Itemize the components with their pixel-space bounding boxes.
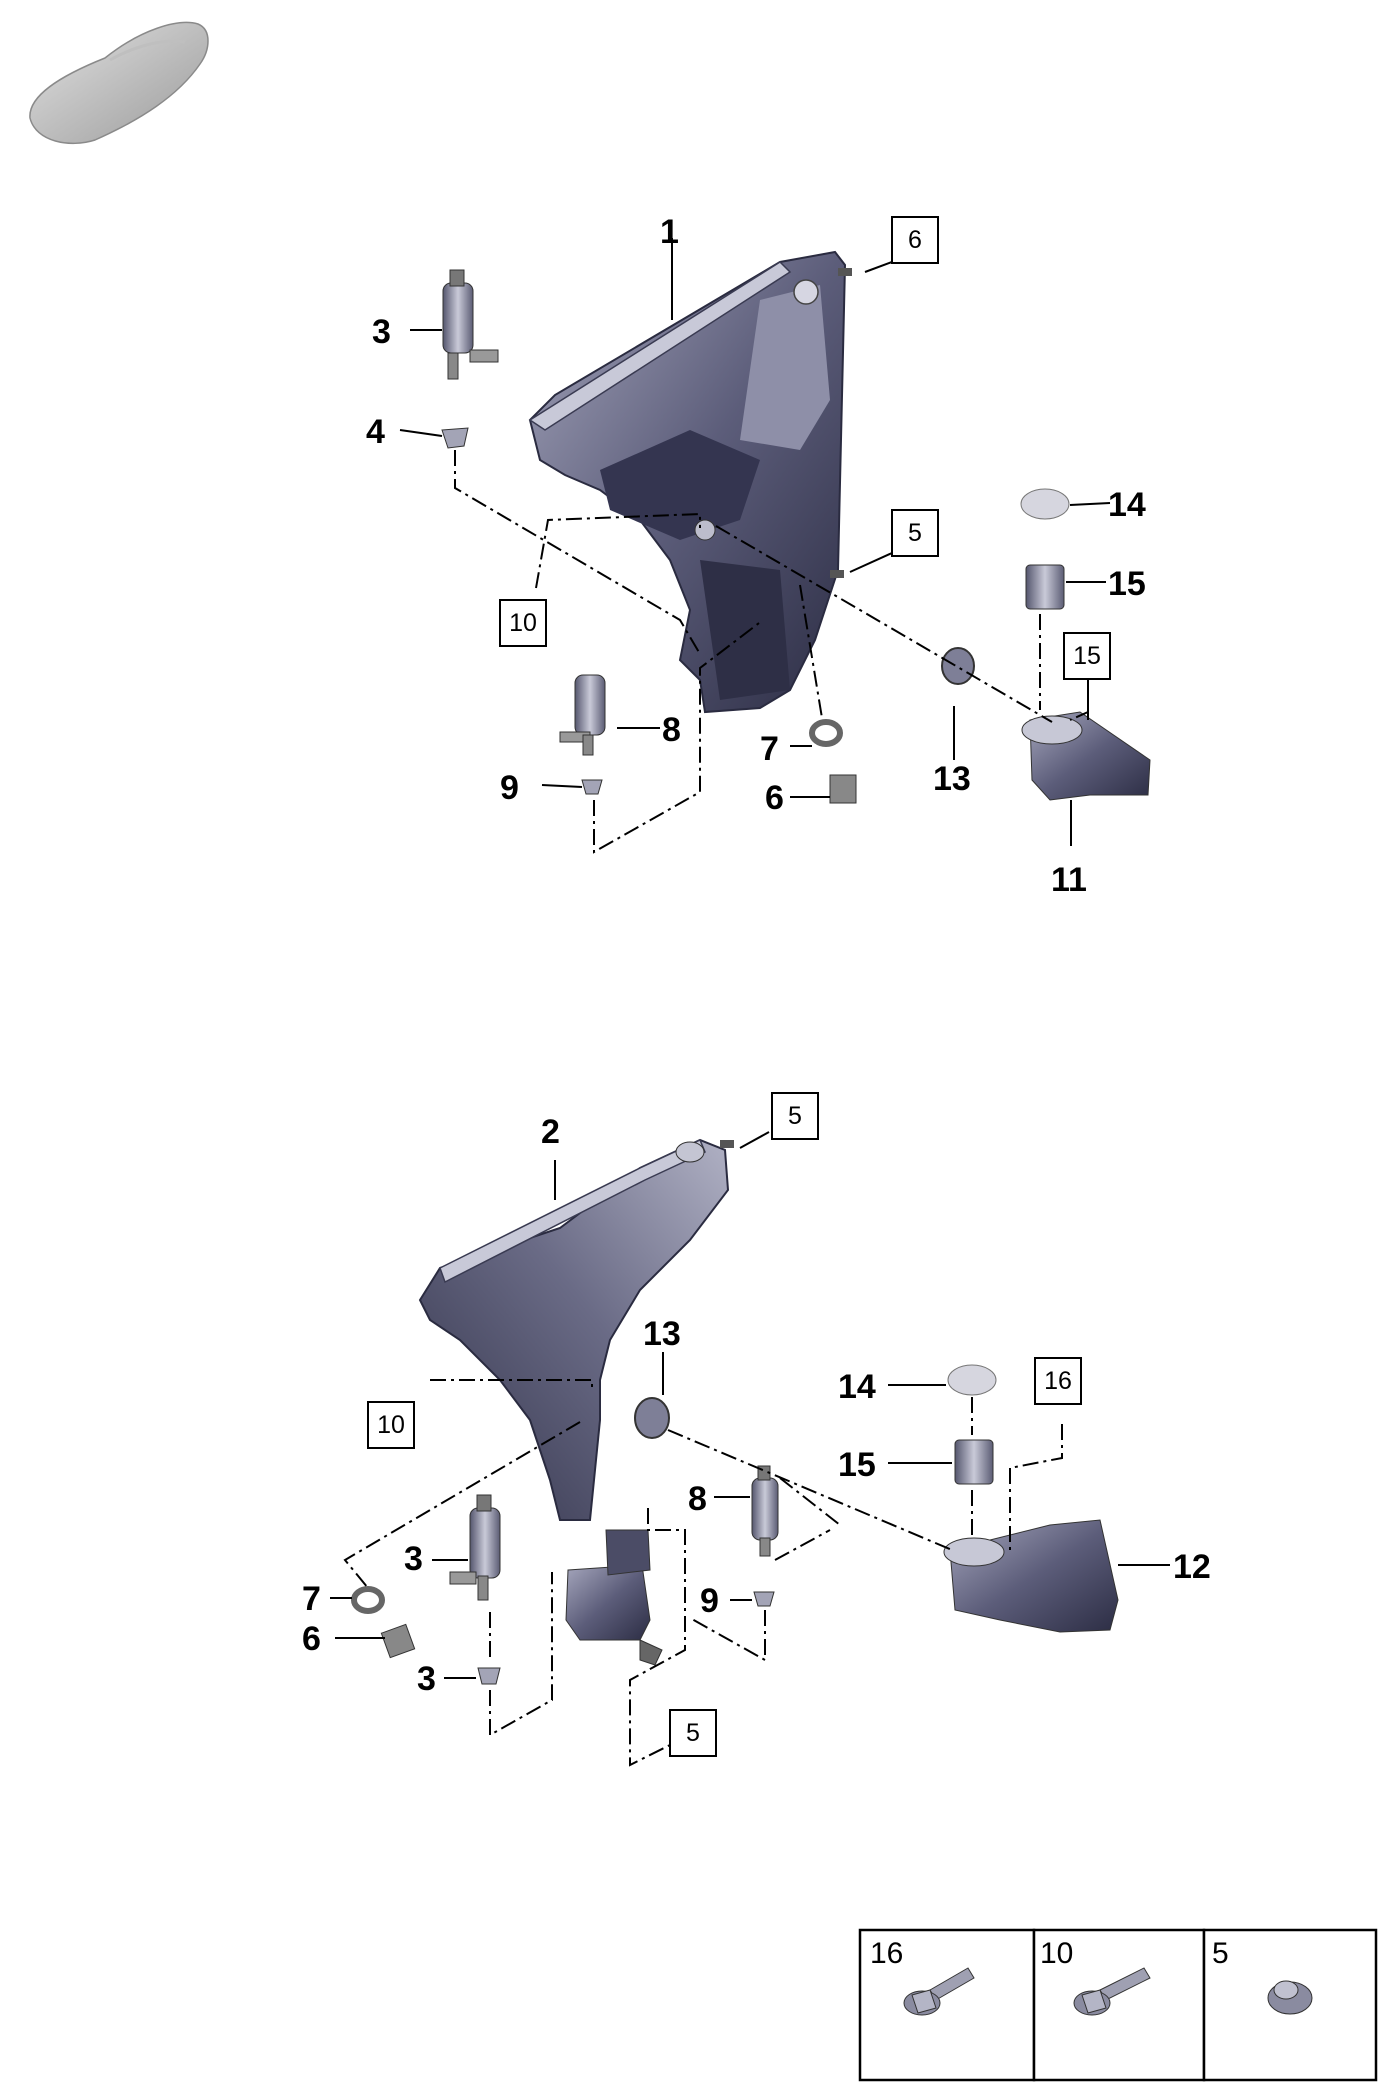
grommet-part <box>441 427 469 449</box>
ref-box-5: 5 <box>686 1719 700 1747</box>
ref-box-10: 10 <box>377 1411 405 1439</box>
callout-3: 3 <box>404 1540 423 1578</box>
callout-13: 13 <box>643 1315 681 1353</box>
washer-pump-part <box>751 1465 779 1557</box>
ref-box-5: 5 <box>908 519 922 547</box>
fastener-legend: 16 10 5 <box>858 1928 1378 2082</box>
callout-9: 9 <box>500 769 519 807</box>
callout-labels-top: 1 3 4 8 9 7 6 13 14 15 11 <box>366 213 1146 899</box>
washer-pump-part <box>442 269 499 380</box>
washer-pump-part <box>449 1494 501 1601</box>
callout-7: 7 <box>760 730 779 768</box>
level-sensor-part <box>380 1623 416 1659</box>
seal-ring-part <box>809 719 843 747</box>
callout-12: 12 <box>1173 1548 1211 1586</box>
seal-ring-part <box>351 1586 385 1614</box>
callout-13: 13 <box>933 760 971 798</box>
callout-3: 3 <box>372 313 391 351</box>
sleeve-part <box>954 1439 994 1485</box>
callout-14: 14 <box>1108 486 1146 524</box>
reservoir-tank-part <box>418 1138 734 1666</box>
ref-box-15: 15 <box>1073 642 1101 670</box>
bottom-assembly <box>330 1131 1170 1767</box>
filler-neck-part <box>943 1519 1119 1633</box>
grommet-part <box>941 647 975 685</box>
callout-labels-bottom: 2 13 14 15 8 12 3 7 6 3 9 <box>302 1113 1211 1698</box>
callout-6: 6 <box>765 779 784 817</box>
grommet-part <box>753 1591 775 1607</box>
filler-neck-part <box>1021 711 1151 801</box>
callout-9: 9 <box>700 1582 719 1620</box>
callout-8: 8 <box>688 1480 707 1518</box>
callout-15: 15 <box>1108 565 1146 603</box>
filler-cap-part <box>1020 488 1070 520</box>
callout-1: 1 <box>660 213 679 251</box>
flange-bolt-icon <box>903 1967 975 2016</box>
boxed-refs-top: 6 5 10 15 <box>499 216 1111 680</box>
level-sensor-part <box>829 774 857 804</box>
legend-number-10: 10 <box>1040 1937 1073 1970</box>
car-silhouette-icon <box>29 21 209 145</box>
legend-number-16: 16 <box>870 1937 903 1970</box>
callout-14: 14 <box>838 1368 876 1406</box>
nut-icon <box>1267 1980 1313 2015</box>
reservoir-tank-part <box>528 250 852 714</box>
legend-number-5: 5 <box>1212 1937 1229 1970</box>
callout-15: 15 <box>838 1446 876 1484</box>
callout-8: 8 <box>662 711 681 749</box>
ref-box-16: 16 <box>1044 1367 1072 1395</box>
callout-3: 3 <box>417 1660 436 1698</box>
washer-pump-part <box>559 674 606 756</box>
callout-6: 6 <box>302 1620 321 1658</box>
callout-2: 2 <box>541 1113 560 1151</box>
filler-cap-part <box>947 1364 997 1396</box>
top-assembly <box>399 238 1151 854</box>
flange-bolt-icon <box>1073 1967 1151 2016</box>
ref-box-10: 10 <box>509 609 537 637</box>
grommet-part <box>477 1667 501 1685</box>
grommet-part <box>634 1397 670 1439</box>
ref-box-5: 5 <box>788 1102 802 1130</box>
ref-box-6: 6 <box>908 226 922 254</box>
boxed-refs-bottom: 5 10 16 5 <box>367 1092 1082 1757</box>
callout-4: 4 <box>366 413 385 451</box>
grommet-part <box>581 779 603 795</box>
sleeve-part <box>1025 564 1065 610</box>
callout-11: 11 <box>1051 861 1087 899</box>
callout-7: 7 <box>302 1580 321 1618</box>
